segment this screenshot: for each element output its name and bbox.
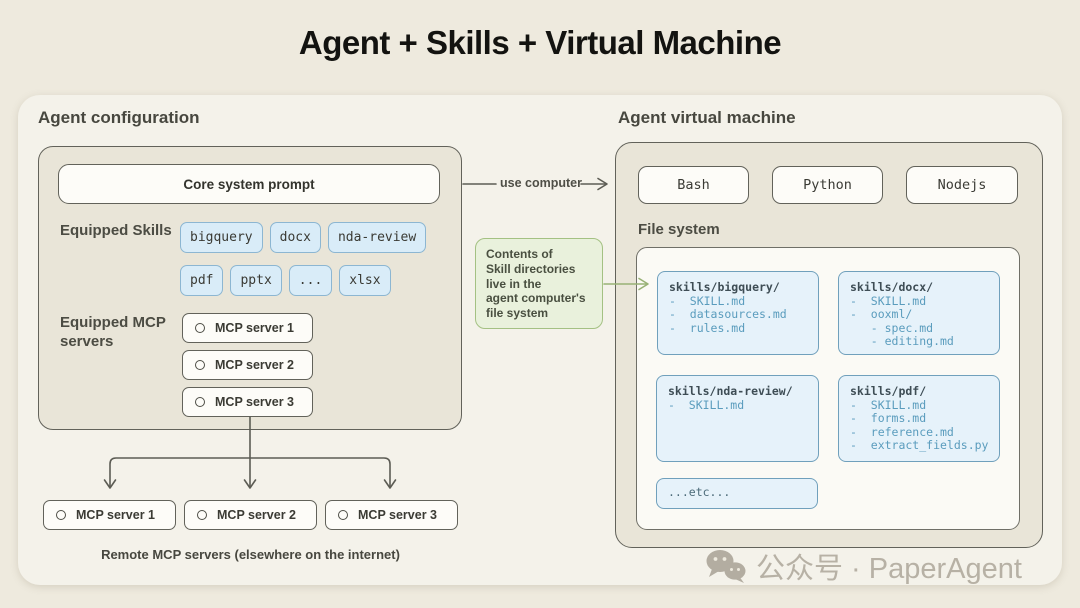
dir-line: - spec.md	[850, 320, 934, 335]
dir-title: skills/bigquery/	[669, 280, 780, 294]
dir-box-bigquery: skills/bigquery/ - SKILL.md - datasource…	[657, 271, 819, 355]
skills-row-1: bigquery docx nda-review	[180, 222, 427, 253]
skill-badge-nda-review: nda-review	[327, 222, 427, 253]
core-system-prompt-label: Core system prompt	[183, 176, 315, 192]
dir-line: - rules.md	[669, 320, 746, 335]
skill-badge-bigquery: bigquery	[180, 222, 263, 253]
skill-badge-pptx: pptx	[230, 265, 282, 296]
note-line: Contents of	[486, 247, 553, 261]
dir-line: - datasources.md	[669, 307, 787, 321]
dir-line: - editing.md	[850, 334, 954, 348]
agent-configuration-heading: Agent configuration	[38, 108, 200, 127]
remote-mcp-server-2-box: MCP server 2	[184, 500, 317, 530]
use-computer-label: use computer	[500, 176, 582, 190]
server-circle-icon	[195, 360, 205, 370]
mcp-server-label: MCP server 3	[358, 508, 437, 522]
remote-mcp-server-1-box: MCP server 1	[43, 500, 176, 530]
dir-title: skills/docx/	[850, 280, 934, 294]
dir-line: - extract_fields.py	[850, 438, 989, 452]
dir-box-docx: skills/docx/ - SKILL.md - ooxml/ - spec.…	[838, 271, 1000, 355]
dir-line: - SKILL.md	[850, 293, 927, 308]
mcp-server-3-box: MCP server 3	[182, 387, 313, 417]
server-circle-icon	[338, 510, 348, 520]
mcp-server-label: MCP server 2	[217, 508, 296, 522]
dir-box-pdf: skills/pdf/ - SKILL.md - forms.md - refe…	[838, 375, 1000, 462]
server-circle-icon	[197, 510, 207, 520]
dir-line: - SKILL.md	[669, 293, 746, 308]
runtime-nodejs-box: Nodejs	[906, 166, 1018, 204]
mcp-server-1-box: MCP server 1	[182, 313, 313, 343]
watermark-text: 公众号 · PaperAgent	[756, 553, 1022, 585]
etc-label: ...etc...	[668, 485, 731, 499]
wechat-icon	[706, 550, 746, 583]
skill-badge-ellipsis: ...	[288, 265, 333, 296]
server-circle-icon	[195, 323, 205, 333]
dir-line: - reference.md	[850, 424, 954, 439]
mcp-server-label: MCP server 3	[215, 395, 294, 409]
dir-title: skills/nda-review/	[668, 384, 793, 398]
file-system-label: File system	[638, 221, 720, 238]
remote-mcp-caption: Remote MCP servers (elsewhere on the int…	[101, 547, 400, 562]
equipped-skills-label: Equipped Skills	[60, 222, 172, 239]
dir-line: - forms.md	[850, 411, 927, 425]
page-title: Agent + Skills + Virtual Machine	[298, 24, 782, 61]
skill-note-box: Contents of Skill directories live in th…	[475, 238, 603, 329]
server-circle-icon	[195, 397, 205, 407]
agent-vm-heading: Agent virtual machine	[618, 108, 796, 127]
dir-line: - SKILL.md	[668, 397, 745, 412]
dir-line: - ooxml/	[850, 307, 913, 321]
note-line: agent computer's	[486, 291, 586, 306]
runtime-python-box: Python	[772, 166, 883, 204]
runtime-bash-box: Bash	[638, 166, 749, 204]
skill-badge-xlsx: xlsx	[339, 265, 391, 296]
note-line: file system	[486, 306, 549, 321]
server-circle-icon	[56, 510, 66, 520]
dir-title: skills/pdf/	[850, 384, 927, 398]
skill-badge-docx: docx	[269, 222, 321, 253]
remote-mcp-server-3-box: MCP server 3	[325, 500, 458, 530]
mcp-server-label: MCP server 1	[76, 508, 155, 522]
equipped-mcp-label: Equipped MCP servers	[60, 314, 166, 350]
mcp-server-2-box: MCP server 2	[182, 350, 313, 380]
dir-box-etc: ...etc...	[656, 478, 818, 509]
core-system-prompt-box: Core system prompt	[58, 164, 440, 204]
note-line: live in the	[486, 276, 542, 291]
dir-box-nda-review: skills/nda-review/ - SKILL.md	[656, 375, 819, 462]
skills-row-2: pdf pptx ... xlsx	[180, 265, 391, 296]
mcp-server-label: MCP server 1	[215, 321, 294, 335]
dir-line: - SKILL.md	[850, 397, 927, 412]
mcp-server-label: MCP server 2	[215, 358, 294, 372]
skill-badge-pdf: pdf	[180, 265, 224, 296]
note-line: Skill directories	[486, 261, 576, 276]
watermark: 公众号 · PaperAgent	[705, 545, 1022, 587]
